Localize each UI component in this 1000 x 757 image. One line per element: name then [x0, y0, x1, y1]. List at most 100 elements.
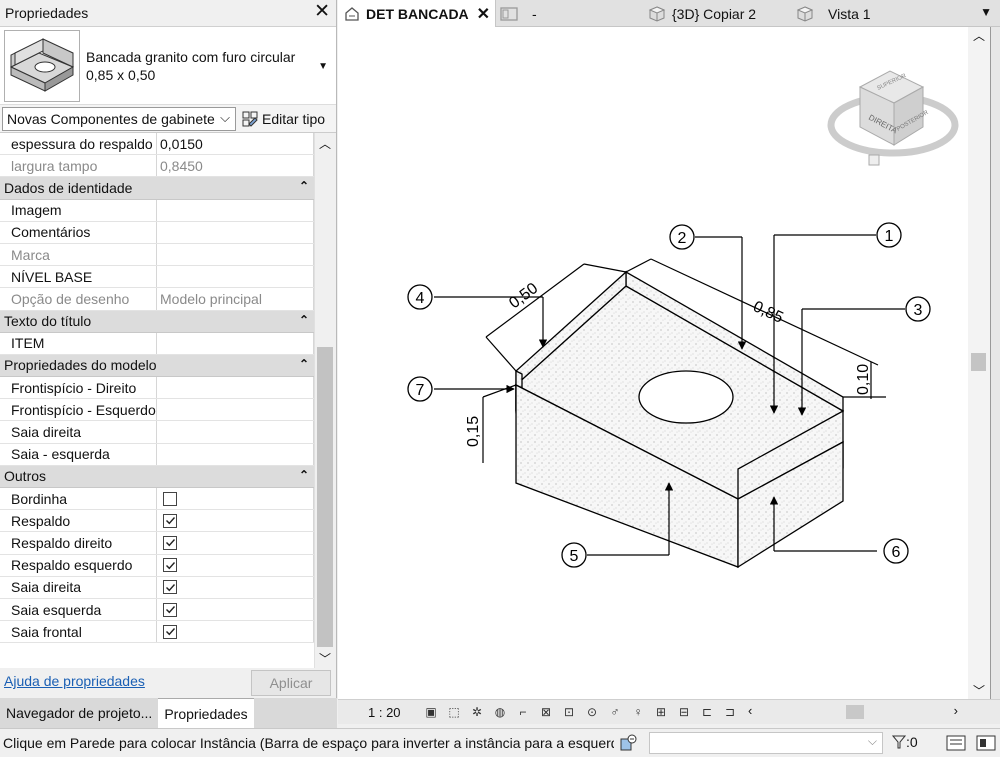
detail-level-icon[interactable]: ▣: [425, 705, 437, 719]
properties-help-link[interactable]: Ajuda de propriedades: [4, 673, 145, 689]
property-row[interactable]: Saia direita: [0, 421, 314, 444]
scrollbar-thumb[interactable]: [317, 347, 333, 647]
callout-bubble[interactable]: [561, 542, 587, 568]
crop-region-icon[interactable]: ⊡: [563, 705, 575, 719]
property-row[interactable]: ITEM: [0, 332, 314, 355]
checkbox-property-row[interactable]: Saia frontal: [0, 621, 314, 644]
scroll-down-icon[interactable]: ﹀: [973, 684, 986, 698]
instance-filter-dropdown[interactable]: Novas Componentes de gabinete ⌵: [2, 106, 236, 131]
collapse-icon[interactable]: ⌃: [298, 467, 309, 482]
worksets-icon[interactable]: [618, 733, 640, 753]
workset-dropdown[interactable]: ⌵: [649, 732, 883, 754]
tab-properties[interactable]: Propriedades: [158, 698, 254, 728]
checkbox-property-row[interactable]: Respaldo direito: [0, 532, 314, 555]
selection-filter[interactable]: :0: [892, 734, 918, 750]
callout-bubble[interactable]: [669, 224, 695, 250]
viewcube[interactable]: DIREITA POSTERIOR SUPERIOR: [827, 70, 959, 166]
analysis-display-icon[interactable]: ⊞: [655, 705, 667, 719]
canvas-horizontal-scrollbar[interactable]: ‹ ›: [748, 703, 958, 720]
render-icon[interactable]: ⌐: [519, 705, 527, 719]
collapse-icon[interactable]: ⌃: [298, 312, 309, 327]
group-header-others[interactable]: Outros ⌃: [0, 465, 314, 488]
checked-checkbox[interactable]: [163, 624, 177, 639]
callout-bubble[interactable]: [407, 376, 433, 402]
property-row[interactable]: Saia - esquerda: [0, 443, 314, 466]
checked-checkbox[interactable]: [163, 558, 177, 573]
property-value[interactable]: [157, 421, 314, 443]
crop-view-icon[interactable]: ⊠: [540, 705, 552, 719]
collapse-icon[interactable]: ⌃: [298, 179, 309, 194]
checkbox-property-row[interactable]: Saia esquerda: [0, 598, 314, 622]
highlight-displacement-icon[interactable]: ⊟: [678, 705, 690, 719]
apply-button[interactable]: Aplicar: [251, 670, 331, 696]
sun-path-icon[interactable]: ✲: [471, 705, 483, 719]
canvas-vertical-scrollbar[interactable]: ︿ ﹀: [968, 27, 990, 699]
property-row[interactable]: Comentários: [0, 221, 314, 244]
checkbox-property-row[interactable]: Saia direita: [0, 576, 314, 599]
property-value[interactable]: [157, 399, 314, 421]
more-options-icon[interactable]: ⊐: [724, 705, 736, 719]
property-value[interactable]: 0,0150: [157, 133, 314, 155]
checkbox-property-row[interactable]: Bordinha: [0, 488, 314, 511]
property-value[interactable]: [157, 221, 314, 243]
tab-project-browser[interactable]: Navegador de projeto...: [6, 705, 153, 721]
property-value[interactable]: [157, 443, 314, 465]
collapse-icon[interactable]: ⌃: [298, 356, 309, 371]
close-icon[interactable]: ✕: [314, 1, 330, 22]
tab-overflow-icon[interactable]: ▼: [980, 5, 992, 19]
callout-bubble[interactable]: [876, 222, 902, 248]
callout-bubble[interactable]: [407, 284, 433, 310]
callout-bubble[interactable]: [905, 296, 931, 322]
unlock-3d-icon[interactable]: ⊙: [586, 705, 598, 719]
tab-sheet[interactable]: -: [500, 0, 537, 27]
scroll-down-icon[interactable]: ﹀: [319, 652, 332, 666]
dropdown-arrow-icon[interactable]: ▼: [318, 61, 328, 72]
tab-vista-1[interactable]: Vista 1: [796, 0, 871, 27]
property-value: [157, 621, 314, 643]
countertop-model[interactable]: [514, 270, 845, 569]
checked-checkbox[interactable]: [163, 602, 177, 617]
type-selector[interactable]: Bancada granito com furo circular 0,85 x…: [0, 27, 336, 105]
property-value[interactable]: [157, 332, 314, 354]
properties-scrollbar[interactable]: ︿ ﹀: [314, 133, 336, 669]
reveal-hidden-icon[interactable]: ♀: [633, 705, 643, 719]
scrollbar-thumb[interactable]: [846, 705, 864, 719]
shadows-icon[interactable]: ◍: [494, 705, 506, 719]
scroll-up-icon[interactable]: ︿: [319, 137, 332, 151]
property-row[interactable]: Frontispício - Esquerdo: [0, 399, 314, 422]
scroll-up-icon[interactable]: ︿: [973, 29, 986, 43]
checked-checkbox[interactable]: [163, 513, 177, 528]
property-value[interactable]: [157, 199, 314, 221]
checked-checkbox[interactable]: [163, 535, 177, 550]
edit-type-button[interactable]: Editar tipo: [242, 111, 325, 127]
scrollbar-thumb[interactable]: [971, 353, 986, 371]
property-value[interactable]: [157, 377, 314, 399]
drawing-canvas[interactable]: DIREITA POSTERIOR SUPERIOR: [338, 27, 968, 699]
view-scale[interactable]: 1 : 20: [368, 704, 401, 720]
constraints-icon[interactable]: ⊏: [701, 705, 713, 719]
tab-det-bancada[interactable]: DET BANCADA ✕: [338, 0, 496, 27]
property-row[interactable]: NÍVEL BASE: [0, 266, 314, 289]
property-value: [157, 488, 314, 510]
select-links-icon[interactable]: [976, 734, 996, 752]
checked-checkbox[interactable]: [163, 580, 177, 595]
type-name: Bancada granito com furo circular 0,85 x…: [86, 48, 295, 84]
group-header-identity[interactable]: Dados de identidade ⌃: [0, 177, 314, 200]
editable-only-icon[interactable]: [946, 734, 966, 752]
unchecked-checkbox[interactable]: [163, 491, 177, 506]
callout-bubble[interactable]: [883, 538, 909, 564]
property-row[interactable]: Frontispício - Direito: [0, 377, 314, 400]
checkbox-property-row[interactable]: Respaldo: [0, 510, 314, 533]
scroll-right-icon[interactable]: ›: [953, 703, 958, 718]
visual-style-icon[interactable]: ⬚: [448, 705, 460, 719]
property-value[interactable]: [157, 266, 314, 288]
property-row[interactable]: espessura do respaldo 0,0150: [0, 133, 314, 156]
group-header-title-text[interactable]: Texto do título ⌃: [0, 310, 314, 333]
close-tab-icon[interactable]: ✕: [476, 5, 491, 23]
group-header-model-properties[interactable]: Propriedades do modelo ⌃: [0, 354, 314, 378]
property-row[interactable]: Imagem: [0, 199, 314, 222]
scroll-left-icon[interactable]: ‹: [748, 703, 753, 718]
temporary-hide-icon[interactable]: ♂: [610, 705, 620, 719]
checkbox-property-row[interactable]: Respaldo esquerdo: [0, 554, 314, 577]
tab-3d-copiar-2[interactable]: {3D} Copiar 2: [648, 0, 756, 27]
